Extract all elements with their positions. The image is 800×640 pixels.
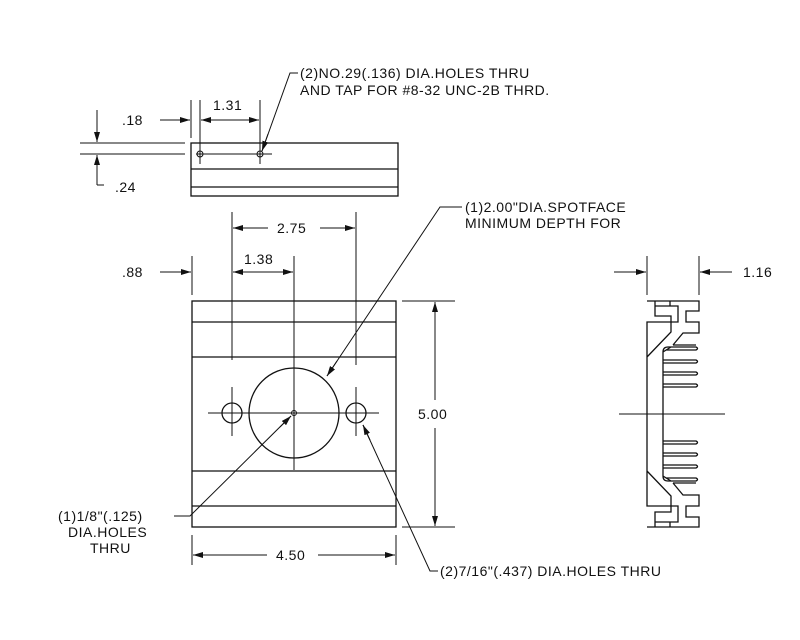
- leader-arrow: [279, 415, 292, 428]
- small-hole-note-line2: DIA.HOLES: [68, 524, 147, 540]
- leader-line: [362, 424, 438, 572]
- dim-top-hole-spacing: 1.31: [213, 97, 242, 113]
- extrusion-profile: [646, 300, 700, 528]
- leader-arrow: [326, 360, 338, 377]
- dim-hole-spacing: 2.75: [277, 220, 306, 236]
- spotface-note-line2: MINIMUM DEPTH FOR: [465, 215, 621, 231]
- leader-line: [261, 72, 298, 152]
- side-profile-view: 1.16: [614, 256, 772, 528]
- spotface-note-line1: (1)2.00"DIA.SPOTFACE: [465, 199, 626, 215]
- dim-top-edge: .18: [122, 112, 143, 128]
- tap-note-line2: AND TAP FOR #8-32 UNC-2B THRD.: [300, 82, 550, 98]
- front-view: 2.75 1.38 .88 5.00 4.50 (1)2.00"DIA.SPOT…: [58, 199, 662, 579]
- dim-height: 5.00: [418, 406, 447, 422]
- dim-width: 4.50: [276, 547, 305, 563]
- dim-top-height: .24: [115, 179, 136, 195]
- top-view: .18 1.31 .24 (2)NO.29(.136) DIA.HOLES TH…: [80, 65, 550, 197]
- dim-profile-width: 1.16: [743, 264, 772, 280]
- small-hole-note-line1: (1)1/8"(.125): [58, 508, 143, 524]
- leader-arrow: [261, 133, 269, 152]
- tap-note-line1: (2)NO.29(.136) DIA.HOLES THRU: [300, 65, 530, 81]
- large-holes-note: (2)7/16"(.437) DIA.HOLES THRU: [440, 563, 662, 579]
- dim-front-edge: .88: [122, 264, 143, 280]
- leader-line: [174, 415, 292, 517]
- leader-line: [326, 206, 462, 377]
- small-hole-note-line3: THRU: [90, 540, 131, 556]
- dim-center: 1.38: [244, 251, 273, 267]
- leader-arrow: [362, 424, 371, 441]
